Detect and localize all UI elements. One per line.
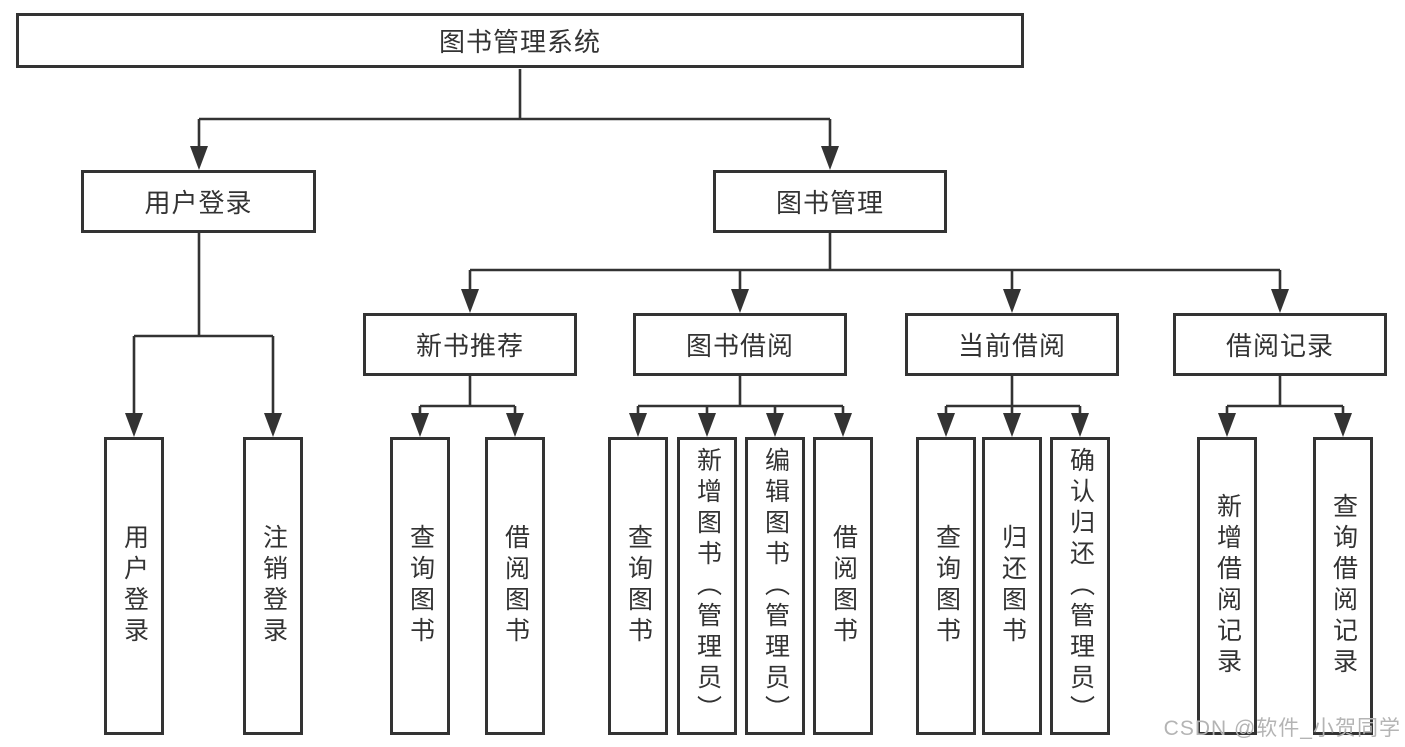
leaf-borrow-books-recommend: 借阅图书 bbox=[485, 437, 545, 735]
arrow-down-icon bbox=[629, 413, 647, 437]
arrow-down-icon bbox=[937, 413, 955, 437]
node-label: 查询图书 bbox=[624, 524, 653, 648]
node-label: 查询图书 bbox=[932, 524, 961, 648]
leaf-add-book-admin: 新增图书（管理员） bbox=[677, 437, 737, 735]
arrow-down-icon bbox=[1218, 413, 1236, 437]
arrow-down-icon bbox=[1003, 413, 1021, 437]
arrow-down-icon bbox=[461, 289, 479, 313]
arrow-down-icon bbox=[190, 146, 208, 170]
leaf-return-book: 归还图书 bbox=[982, 437, 1042, 735]
node-book-management-branch: 图书管理 bbox=[713, 170, 947, 233]
node-label: 图书管理系统 bbox=[438, 27, 601, 57]
arrow-down-icon bbox=[125, 413, 143, 437]
node-label: 新书推荐 bbox=[415, 331, 524, 361]
node-label: 借阅图书 bbox=[501, 524, 530, 648]
node-label: 当前借阅 bbox=[957, 331, 1066, 361]
leaf-query-borrow-record: 查询借阅记录 bbox=[1313, 437, 1373, 735]
leaf-logout: 注销登录 bbox=[243, 437, 303, 735]
csdn-watermark: CSDN @软件_小贺同学 bbox=[1163, 717, 1401, 740]
node-label: 用户登录 bbox=[144, 188, 253, 218]
node-label: 新增借阅记录 bbox=[1213, 493, 1242, 679]
node-label: 用户登录 bbox=[120, 524, 149, 648]
node-label: 借阅记录 bbox=[1225, 331, 1334, 361]
node-current-borrowing: 当前借阅 bbox=[905, 313, 1119, 376]
node-label: 确认归还（管理员） bbox=[1066, 446, 1095, 726]
arrow-down-icon bbox=[1003, 289, 1021, 313]
node-label: 借阅图书 bbox=[829, 524, 858, 648]
leaf-edit-book-admin: 编辑图书（管理员） bbox=[745, 437, 805, 735]
arrow-down-icon bbox=[1271, 289, 1289, 313]
arrow-down-icon bbox=[766, 413, 784, 437]
arrow-down-icon bbox=[264, 413, 282, 437]
leaf-borrow-books: 借阅图书 bbox=[813, 437, 873, 735]
leaf-query-books-borrow: 查询图书 bbox=[608, 437, 668, 735]
leaf-user-login: 用户登录 bbox=[104, 437, 164, 735]
arrow-down-icon bbox=[1071, 413, 1089, 437]
node-label: 图书借阅 bbox=[685, 331, 794, 361]
node-label: 注销登录 bbox=[259, 524, 288, 648]
leaf-add-borrow-record: 新增借阅记录 bbox=[1197, 437, 1257, 735]
node-label: 查询借阅记录 bbox=[1329, 493, 1358, 679]
node-label: 编辑图书（管理员） bbox=[761, 446, 790, 726]
leaf-confirm-return-admin: 确认归还（管理员） bbox=[1050, 437, 1110, 735]
arrow-down-icon bbox=[821, 146, 839, 170]
node-new-book-recommendation: 新书推荐 bbox=[363, 313, 577, 376]
leaf-query-books-recommend: 查询图书 bbox=[390, 437, 450, 735]
node-book-borrowing: 图书借阅 bbox=[633, 313, 847, 376]
arrow-down-icon bbox=[731, 289, 749, 313]
node-label: 归还图书 bbox=[998, 524, 1027, 648]
node-label: 查询图书 bbox=[406, 524, 435, 648]
leaf-query-books-current: 查询图书 bbox=[916, 437, 976, 735]
arrow-down-icon bbox=[1334, 413, 1352, 437]
node-label: 新增图书（管理员） bbox=[693, 446, 722, 726]
arrow-down-icon bbox=[506, 413, 524, 437]
arrow-down-icon bbox=[698, 413, 716, 437]
node-library-management-system: 图书管理系统 bbox=[16, 13, 1024, 68]
node-borrowing-records: 借阅记录 bbox=[1173, 313, 1387, 376]
arrow-down-icon bbox=[411, 413, 429, 437]
node-user-login-branch: 用户登录 bbox=[81, 170, 316, 233]
arrow-down-icon bbox=[834, 413, 852, 437]
node-label: 图书管理 bbox=[775, 188, 884, 218]
